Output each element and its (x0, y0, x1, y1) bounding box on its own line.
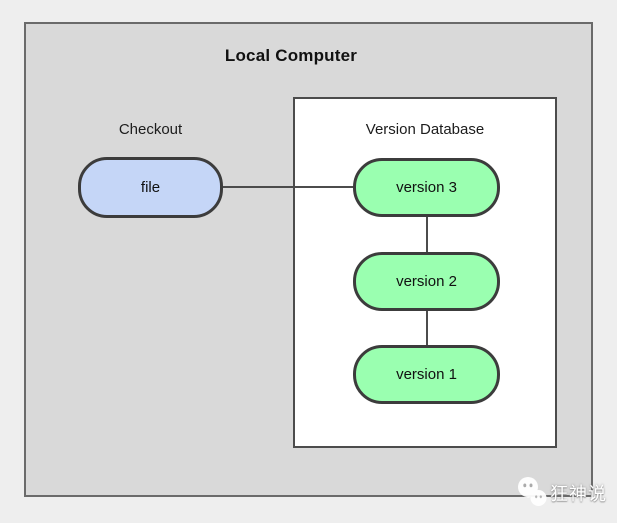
connector-version2-to-version1 (426, 309, 428, 347)
wechat-bubbles-icon (518, 477, 547, 506)
checkout-label: Checkout (118, 121, 183, 138)
watermark-text: 狂神说 (550, 484, 607, 504)
version-3-node: version 3 (353, 158, 500, 217)
local-computer-title: Local Computer (224, 46, 358, 65)
watermark: 狂神说 (516, 476, 607, 510)
version-database-label: Version Database (365, 121, 485, 138)
file-node: file (78, 157, 223, 218)
version-1-node: version 1 (353, 345, 500, 404)
connector-version3-to-version2 (426, 215, 428, 254)
version-2-node: version 2 (353, 252, 500, 311)
connector-file-to-version3 (222, 186, 354, 188)
